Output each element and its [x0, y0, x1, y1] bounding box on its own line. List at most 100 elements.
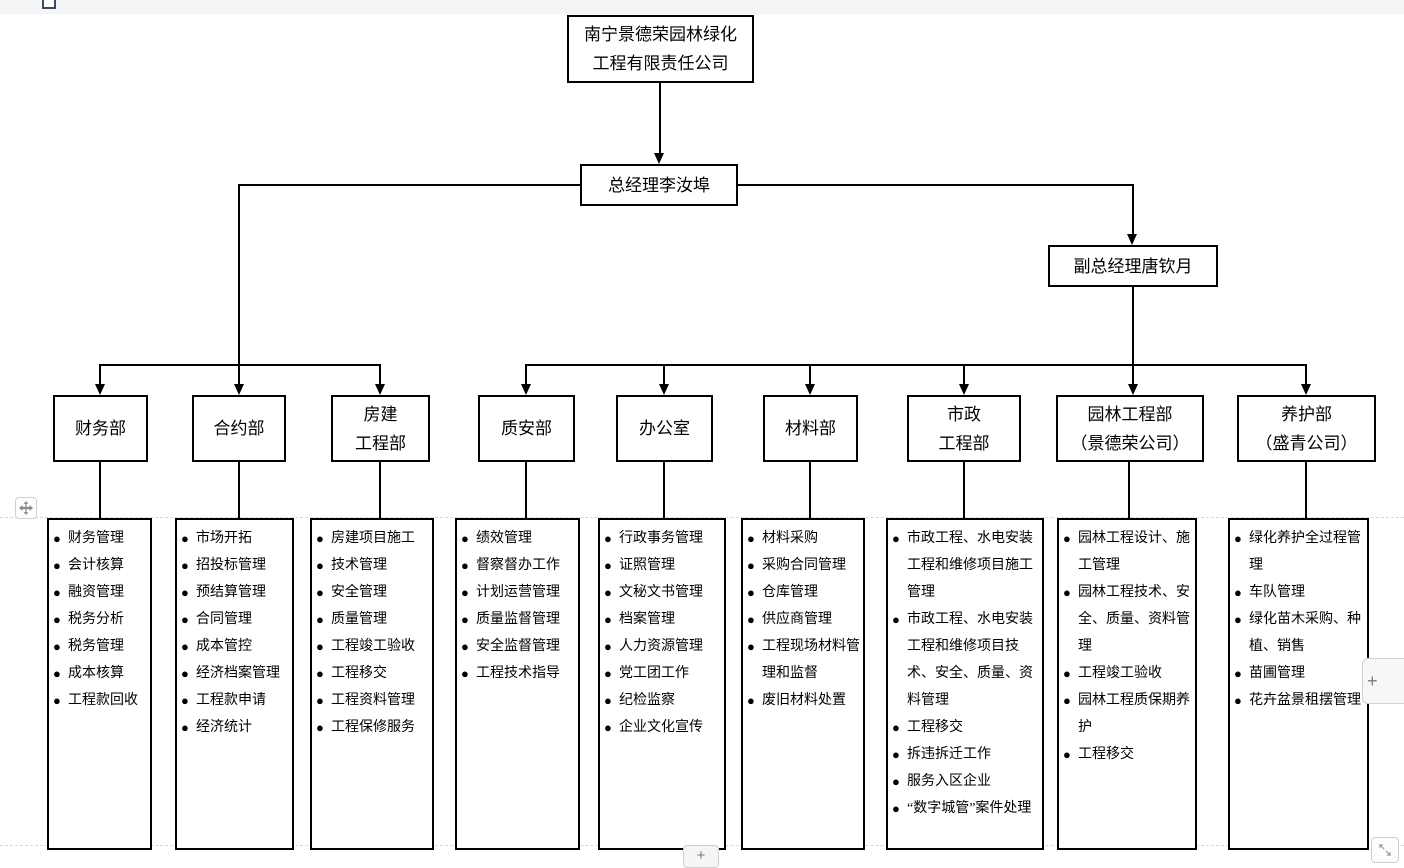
deputy-manager-box[interactable]: 副总经理唐钦月: [1048, 245, 1218, 287]
dept-label: 材料部: [785, 419, 836, 438]
duty-item: ●工程移交: [1063, 741, 1193, 768]
duty-item: ●花卉盆景租摆管理: [1234, 687, 1365, 714]
bullet-icon: ●: [747, 558, 755, 573]
dept-label: 质安部: [501, 419, 552, 438]
connector-stub: [963, 458, 965, 520]
toolbar-square-icon: [42, 0, 56, 9]
general-manager-box[interactable]: 总经理李汝埠: [580, 164, 738, 206]
dept-duties-municipal[interactable]: ●市政工程、水电安装工程和维修项目施工管理 ●市政工程、水电安装工程和维修项目技…: [886, 518, 1044, 850]
duty-item: ●安全监督管理: [461, 633, 576, 660]
duty-item: ●仓库管理: [747, 579, 861, 606]
bullet-icon: ●: [747, 585, 755, 600]
duty-item: ●证照管理: [604, 552, 722, 579]
bullet-icon: ●: [181, 693, 189, 708]
dept-label: （盛青公司）: [1255, 433, 1358, 453]
dept-duties-quality[interactable]: ●绩效管理 ●督察督办工作 ●计划运营管理 ●质量监督管理 ●安全监督管理 ●工…: [455, 518, 580, 850]
bullet-icon: ●: [604, 531, 612, 546]
dept-label: 合约部: [213, 419, 265, 438]
company-name-line1: 南宁景德荣园林绿化: [584, 25, 737, 44]
duty-item: ●采购合同管理: [747, 552, 861, 579]
dept-duties-housing[interactable]: ●房建项目施工 ●技术管理 ●安全管理 ●质量管理 ●工程竣工验收 ●工程移交 …: [310, 518, 434, 850]
bullet-icon: ●: [892, 720, 900, 735]
bullet-icon: ●: [1063, 585, 1071, 600]
arrow-head: [1128, 384, 1138, 395]
bullet-icon: ●: [461, 666, 469, 681]
duty-item: ●税务管理: [53, 633, 148, 660]
bullet-icon: ●: [747, 531, 755, 546]
bullet-icon: ●: [747, 693, 755, 708]
dept-duties-contract[interactable]: ●市场开拓 ●招投标管理 ●预结算管理 ●合同管理 ●成本管控 ●经济档案管理 …: [175, 518, 294, 850]
connector-drop: [525, 364, 527, 385]
dept-box-housing-engineering[interactable]: 房建 工程部: [331, 395, 430, 462]
dept-duties-materials[interactable]: ●材料采购 ●采购合同管理 ●仓库管理 ●供应商管理 ●工程现场材料管理和监督 …: [741, 518, 865, 850]
duty-item: ●车队管理: [1234, 579, 1365, 606]
bullet-icon: ●: [461, 639, 469, 654]
duty-item: ●行政事务管理: [604, 525, 722, 552]
arrow-head: [95, 384, 105, 395]
bullet-icon: ●: [461, 585, 469, 600]
company-root-box[interactable]: 南宁景德荣园林绿化 工程有限责任公司: [567, 15, 754, 83]
bullet-icon: ●: [1063, 666, 1071, 681]
duty-item: ●“数字城管”案件处理: [892, 795, 1040, 822]
arrow-head: [654, 153, 664, 164]
bullet-icon: ●: [1234, 585, 1242, 600]
bullet-icon: ●: [53, 639, 61, 654]
duty-item: ●文秘文书管理: [604, 579, 722, 606]
dept-box-quality-safety[interactable]: 质安部: [478, 395, 575, 462]
duty-item: ●工程技术指导: [461, 660, 576, 687]
bullet-icon: ●: [892, 774, 900, 789]
bullet-icon: ●: [1063, 747, 1071, 762]
dept-duties-maintenance[interactable]: ●绿化养护全过程管理 ●车队管理 ●绿化苗木采购、种植、销售 ●苗圃管理 ●花卉…: [1228, 518, 1369, 850]
connector-stub: [809, 458, 811, 520]
bullet-icon: ●: [181, 558, 189, 573]
duty-item: ●市政工程、水电安装工程和维修项目技术、安全、质量、资料管理: [892, 606, 1040, 714]
duty-item: ●招投标管理: [181, 552, 290, 579]
duty-item: ●废旧材料处置: [747, 687, 861, 714]
add-node-right-button[interactable]: +: [1362, 658, 1404, 704]
duty-item: ●房建项目施工: [316, 525, 430, 552]
duty-item: ●拆违拆迁工作: [892, 741, 1040, 768]
dept-box-garden-engineering[interactable]: 园林工程部 （景德荣公司）: [1056, 395, 1204, 462]
connector-left-drop: [238, 184, 240, 366]
dept-box-finance[interactable]: 财务部: [53, 395, 148, 462]
bullet-icon: ●: [316, 720, 324, 735]
dept-box-municipal-engineering[interactable]: 市政 工程部: [907, 395, 1021, 462]
bullet-icon: ●: [1063, 693, 1071, 708]
bullet-icon: ●: [892, 801, 900, 816]
bullet-icon: ●: [892, 612, 900, 627]
connector-stub: [1128, 458, 1130, 520]
bullet-icon: ●: [53, 693, 61, 708]
duty-item: ●工程现场材料管理和监督: [747, 633, 861, 687]
dept-duties-finance[interactable]: ●财务管理 ●会计核算 ●融资管理 ●税务分析 ●税务管理 ●成本核算 ●工程款…: [47, 518, 152, 850]
dept-duties-office[interactable]: ●行政事务管理 ●证照管理 ●文秘文书管理 ●档案管理 ●人力资源管理 ●党工团…: [598, 518, 726, 850]
dept-label: 工程部: [355, 433, 406, 453]
duty-item: ●工程款申请: [181, 687, 290, 714]
connector-left-distribution: [99, 364, 381, 366]
bullet-icon: ●: [461, 558, 469, 573]
fullscreen-button[interactable]: [1371, 837, 1399, 863]
dept-label: 办公室: [639, 419, 690, 438]
connector-stub: [238, 458, 240, 520]
bullet-icon: ●: [53, 666, 61, 681]
dept-box-office[interactable]: 办公室: [616, 395, 713, 462]
dept-box-materials[interactable]: 材料部: [763, 395, 858, 462]
add-node-bottom-button[interactable]: +: [683, 845, 719, 868]
connector-stub: [379, 458, 381, 520]
bullet-icon: ●: [53, 531, 61, 546]
deputy-manager-label: 副总经理唐钦月: [1073, 256, 1193, 276]
dept-label: 工程部: [938, 433, 990, 453]
bullet-icon: ●: [181, 531, 189, 546]
bullet-icon: ●: [1063, 531, 1071, 546]
dept-duties-garden[interactable]: ●园林工程设计、施工管理 ●园林工程技术、安全、质量、资料管理 ●工程竣工验收 …: [1057, 518, 1197, 850]
bullet-icon: ●: [181, 585, 189, 600]
bullet-icon: ●: [181, 666, 189, 681]
duty-item: ●材料采购: [747, 525, 861, 552]
duty-item: ●预结算管理: [181, 579, 290, 606]
duty-item: ●市政工程、水电安装工程和维修项目施工管理: [892, 525, 1040, 606]
dept-label: 园林工程部: [1087, 404, 1173, 424]
bullet-icon: ●: [181, 639, 189, 654]
move-handle-button[interactable]: [15, 497, 37, 519]
connector-drop: [809, 364, 811, 385]
dept-box-maintenance[interactable]: 养护部 （盛青公司）: [1237, 395, 1376, 462]
dept-box-contract[interactable]: 合约部: [192, 395, 286, 462]
